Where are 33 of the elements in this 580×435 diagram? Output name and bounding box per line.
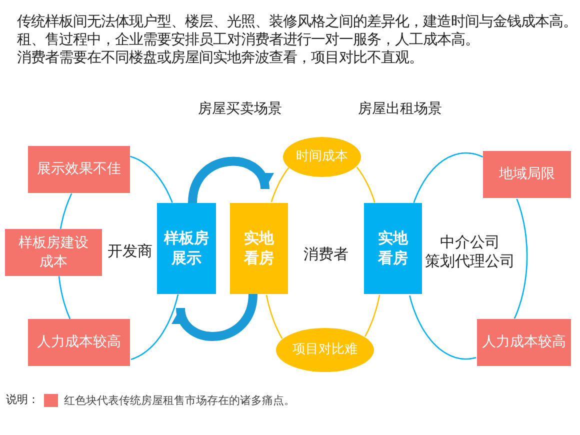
role-label: 策划代理公司: [424, 251, 516, 271]
pain-point-box: 人力成本较高: [477, 319, 571, 366]
scene-heading: 房屋出租场景: [357, 100, 443, 118]
connector-arc: [266, 294, 283, 339]
scenario-box: 实地看房: [364, 203, 422, 294]
pain-point-box: 人力成本较高: [28, 319, 130, 366]
connector-arc: [356, 166, 376, 203]
scenario-box: 样板房展示: [157, 203, 216, 294]
note-label: 说明：: [6, 393, 39, 407]
pain-point-box: 展示效果不佳: [28, 146, 130, 193]
curved-arrow: [174, 293, 258, 341]
pain-point-box: 地域局限: [483, 151, 571, 198]
connector-arc: [130, 156, 173, 203]
role-label: 中介公司: [439, 232, 501, 252]
connector-arc: [270, 167, 290, 202]
role-label: 消费者: [302, 244, 350, 264]
connector-arc: [60, 193, 72, 229]
pain-point-ellipse: 时间成本: [283, 137, 361, 177]
scenario-box: 实地看房: [230, 203, 288, 294]
curved-arrow: [188, 157, 272, 204]
connector-arc: [514, 198, 528, 319]
pain-point-box: 样板房建设成本: [5, 229, 102, 276]
intro-paragraph: 传统样板间无法体现户型、楼层、光照、装修风格之间的差异化，建造时间与金钱成本高。租、售过程中，企业需要安排员工对消费者进行一对一服务，人工成本高。: [17, 13, 577, 49]
pain-point-ellipse: 项目对比难: [276, 328, 374, 372]
role-label: 开发商: [106, 241, 154, 261]
connector-arc: [409, 295, 476, 360]
connector-arc: [364, 294, 380, 337]
intro-paragraph: 消费者需要在不同楼盘或房屋间实地奔波查看，项目对比不直观。: [17, 49, 424, 67]
connector-arc: [413, 152, 484, 203]
legend-text: 红色块代表传统房屋租售市场存在的诸多痛点。: [64, 393, 295, 408]
scene-heading: 房屋买卖场景: [197, 100, 283, 118]
connector-arc: [58, 276, 71, 320]
connector-arc: [130, 294, 179, 360]
